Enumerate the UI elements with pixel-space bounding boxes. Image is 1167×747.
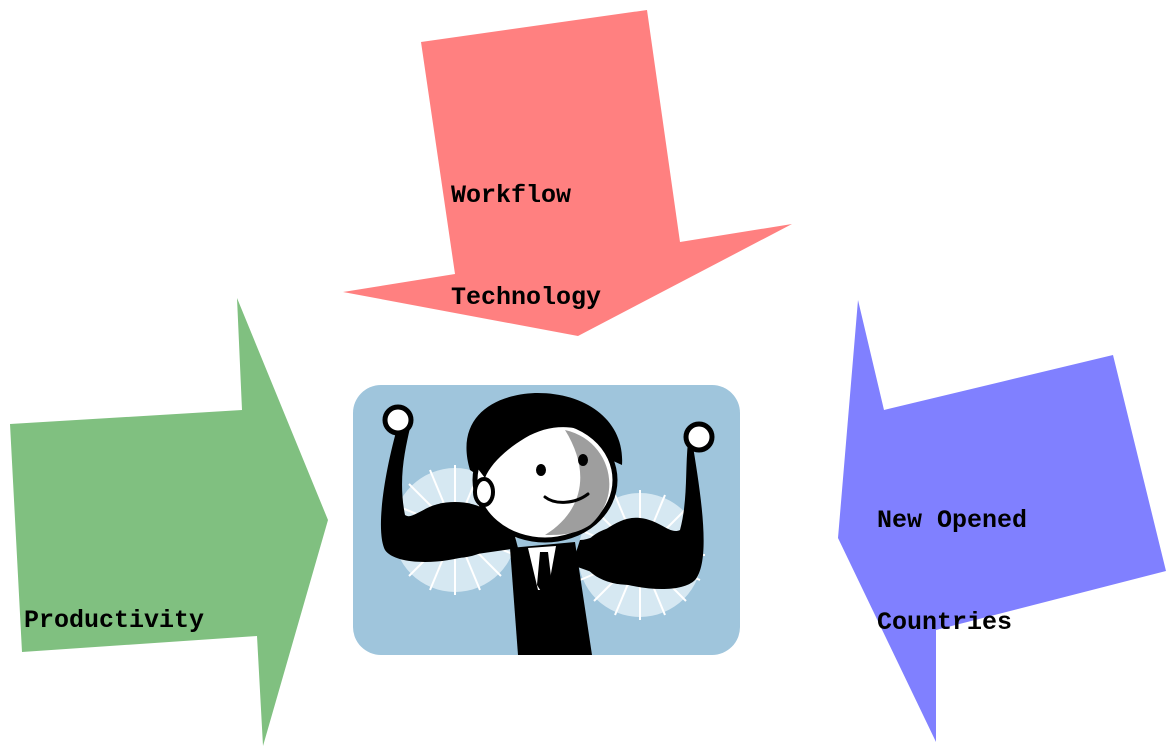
countries-label-line-2: Countries <box>877 608 1013 637</box>
workflow-arrow <box>343 10 792 336</box>
productivity-label: Productivity <box>24 536 204 706</box>
workflow-label-line-1: Workflow <box>451 181 572 210</box>
suit-body <box>510 542 592 655</box>
workflow-technology-label: Workflow Technology <box>451 111 601 383</box>
new-opened-countries-label: New Opened Countries <box>877 436 1027 708</box>
countries-arrow <box>838 300 1166 742</box>
productivity-label-line-1: Productivity <box>24 606 205 635</box>
center-image <box>353 385 740 655</box>
countries-label-line-1: New Opened <box>877 506 1028 535</box>
workflow-label-line-2: Technology <box>451 283 602 312</box>
head <box>466 392 623 543</box>
productivity-arrow <box>10 298 328 746</box>
